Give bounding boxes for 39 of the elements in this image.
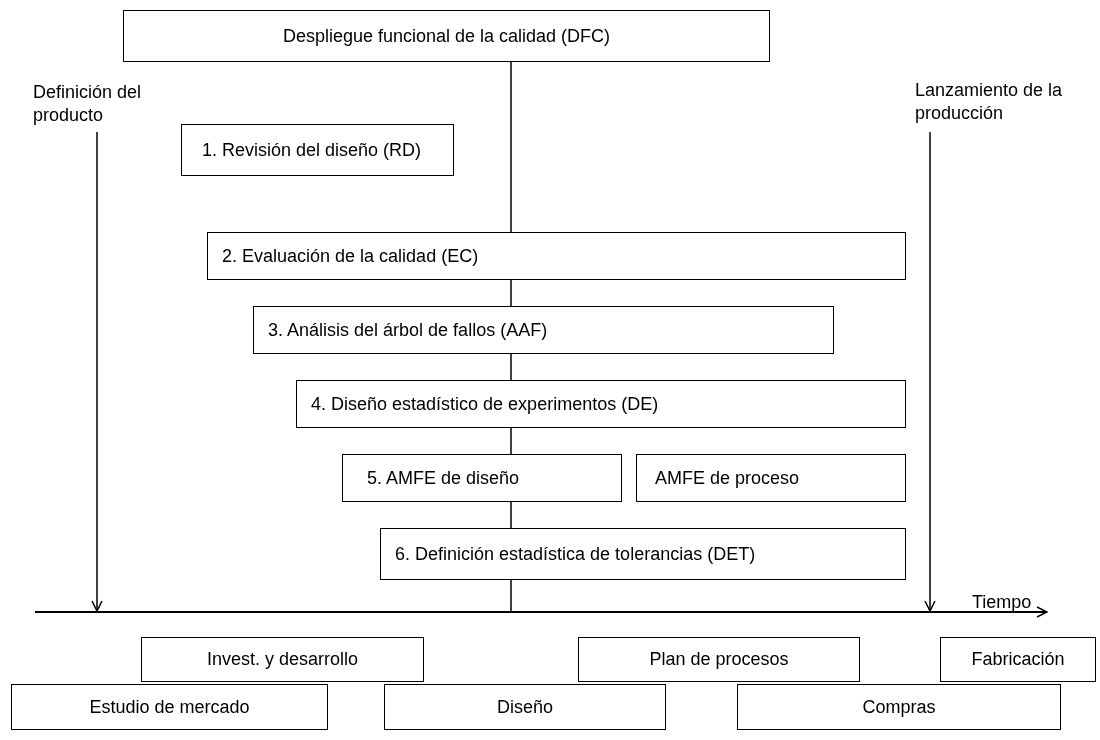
connector-line [510,427,512,455]
process-box [384,684,666,730]
box-text: 1. Revisión del diseño (RD) [202,139,422,161]
process-box [737,684,1061,730]
arrow [91,131,103,612]
box-text: Compras [862,696,936,718]
process-box [296,380,906,428]
axis-label: Tiempo [972,592,1032,613]
process-box [940,637,1096,682]
connector-line [510,279,512,307]
box-text: Diseño [497,696,553,718]
process-box [578,637,860,682]
box-text: 6. Definición estadística de tolerancias (DET) [395,543,756,565]
process-box [123,10,770,62]
connector-line [510,353,512,381]
process-box [141,637,424,682]
process-box [342,454,622,502]
box-text: Estudio de mercado [89,696,250,718]
box-text: Plan de procesos [649,649,789,670]
box-text: Despliegue funcional de la calidad (DFC) [282,25,611,47]
process-box [11,684,328,730]
text-label: Definición del producto [33,76,183,132]
connector-line [510,61,512,233]
arrow [924,131,936,612]
process-box [181,124,454,176]
process-box [380,528,906,580]
process-box [207,232,906,280]
box-text: 3. Análisis del árbol de fallos (AAF) [268,319,548,341]
process-box [253,306,834,354]
process-box [636,454,906,502]
box-text: AMFE de proceso [655,467,800,489]
box-text: Fabricación [971,649,1065,670]
box-text: 4. Diseño estadístico de experimentos (DE) [311,393,659,415]
box-text: 2. Evaluación de la calidad (EC) [222,245,479,267]
box-text: Invest. y desarrollo [206,649,359,670]
box-text: 5. AMFE de diseño [367,467,520,489]
connector-line [510,579,512,612]
connector-line [510,501,512,529]
text-label: Lanzamiento de la producción [915,72,1065,132]
